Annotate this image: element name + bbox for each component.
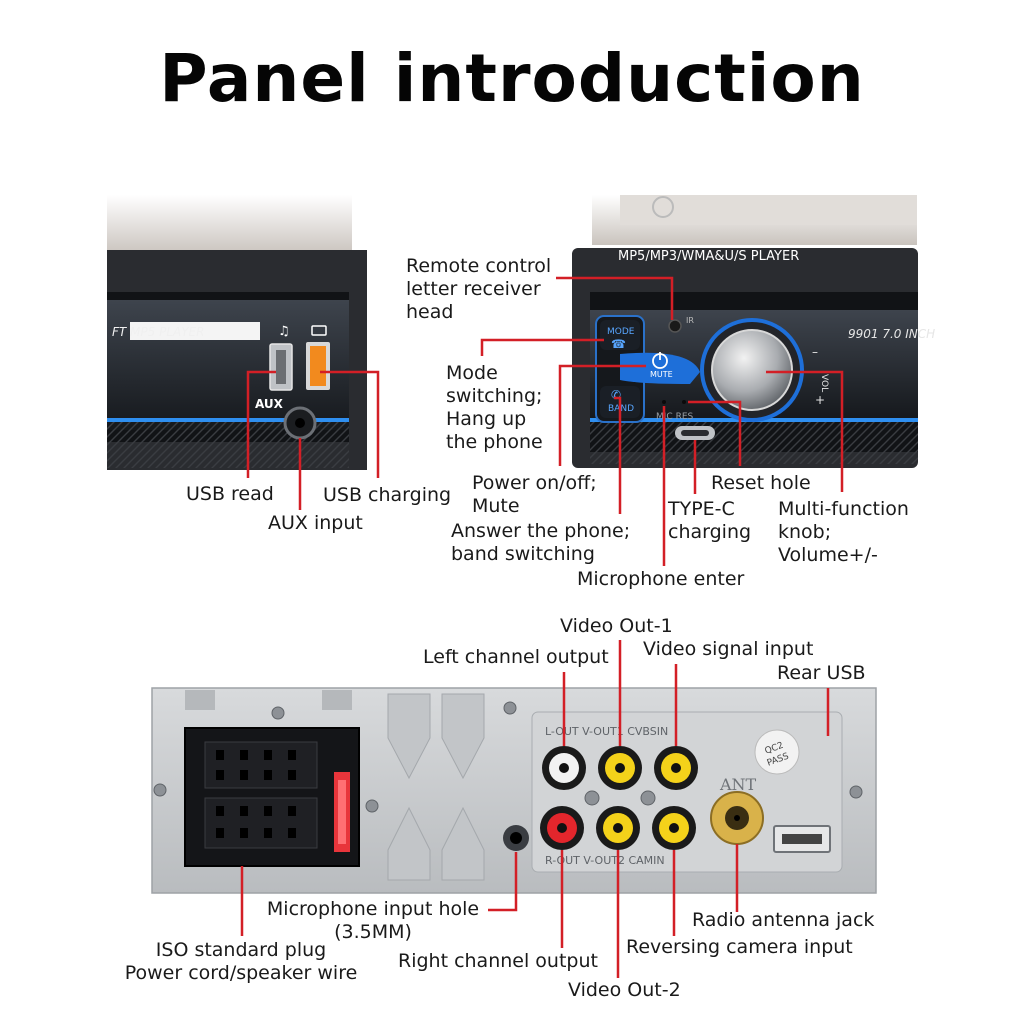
ir-text: IR: [686, 316, 694, 325]
screw-icon: [849, 785, 863, 799]
mic-res-text: MIC RES: [656, 412, 694, 422]
aux-jack[interactable]: [283, 406, 317, 440]
label-mic-hole: Microphone input hole(3.5MM): [266, 898, 480, 943]
mute-button-label: MUTE: [650, 370, 673, 379]
label-reset-hole: Reset hole: [711, 472, 811, 494]
vol-plus-text: +: [815, 393, 825, 407]
label-reversing-camera: Reversing camera input: [626, 936, 853, 958]
battery-icon: [311, 325, 327, 336]
front-left-panel: FT MP5 PLAYER ♫ AUX: [107, 195, 367, 470]
label-answer-band: Answer the phone;band switching: [451, 520, 631, 565]
rca-top-text: L-OUT V-OUT1 CVBSIN: [545, 725, 668, 738]
qc-pass-badge: QC2 PASS: [754, 729, 800, 775]
screw-icon: [271, 706, 285, 720]
mode-button[interactable]: MODE ☎: [600, 320, 640, 351]
rear-panel: L-OUT V-OUT1 CVBSIN R-OUT V-OUT2 CAMIN A…: [151, 687, 877, 894]
usb-read-port[interactable]: [269, 343, 293, 391]
screw-icon: [503, 701, 517, 715]
usb-charging-port[interactable]: [306, 342, 330, 390]
rca-left-out[interactable]: [542, 746, 586, 790]
mic-hole: [662, 400, 666, 404]
label-usb-charging: USB charging: [323, 484, 452, 506]
hang-up-icon: ☎: [611, 337, 626, 351]
front-right-panel: MP5/MP3/WMA&U/S PLAYER 9901 7.0 INCH MOD…: [572, 195, 935, 468]
rear-usb-port[interactable]: [773, 825, 831, 853]
reset-hole[interactable]: [682, 400, 686, 404]
iso-connector[interactable]: [184, 727, 360, 867]
vol-minus-text: –: [812, 345, 818, 359]
page-title: Panel introduction: [159, 40, 865, 117]
screw-icon: [153, 783, 167, 797]
vol-text: VOL: [819, 374, 829, 392]
mic-input-jack[interactable]: [503, 825, 529, 851]
radio-antenna-jack[interactable]: [710, 791, 764, 845]
label-power-mute: Power on/off;Mute: [472, 472, 597, 517]
label-aux-input: AUX input: [268, 512, 363, 534]
mute-power-button[interactable]: MUTE: [620, 352, 700, 384]
label-video-signal: Video signal input: [643, 638, 814, 660]
left-screen-text: FT MP5 PLAYER: [112, 325, 204, 339]
rca-bottom-text: R-OUT V-OUT2 CAMIN: [545, 854, 665, 867]
label-video-out-1: Video Out-1: [560, 615, 673, 637]
phone-answer-icon: ✆: [611, 388, 621, 402]
multi-function-knob[interactable]: [700, 318, 804, 422]
screw-icon: [365, 799, 379, 813]
label-radio-antenna: Radio antenna jack: [692, 909, 875, 931]
aux-text: AUX: [255, 397, 284, 411]
ir-receiver: IR: [668, 316, 694, 333]
rca-video-out-2[interactable]: [596, 806, 640, 850]
rca-camera-in[interactable]: [652, 806, 696, 850]
label-right-channel: Right channel output: [398, 950, 598, 972]
rca-video-signal-in[interactable]: [654, 746, 698, 790]
model-text: 9901 7.0 INCH: [848, 327, 935, 341]
music-note-icon: ♫: [278, 324, 290, 339]
rca-video-out-1[interactable]: [598, 746, 642, 790]
label-video-out-2: Video Out-2: [568, 979, 681, 1001]
callout-lines: [240, 276, 844, 978]
ant-text: ANT: [719, 775, 757, 794]
player-header-text: MP5/MP3/WMA&U/S PLAYER: [618, 249, 799, 264]
type-c-port[interactable]: [675, 426, 715, 440]
label-left-channel: Left channel output: [423, 646, 609, 668]
label-microphone-enter: Microphone enter: [577, 568, 745, 590]
label-usb-read: USB read: [186, 483, 274, 505]
label-rear-usb: Rear USB: [777, 662, 866, 684]
rca-right-out[interactable]: [540, 806, 584, 850]
mode-button-label: MODE: [607, 327, 635, 337]
